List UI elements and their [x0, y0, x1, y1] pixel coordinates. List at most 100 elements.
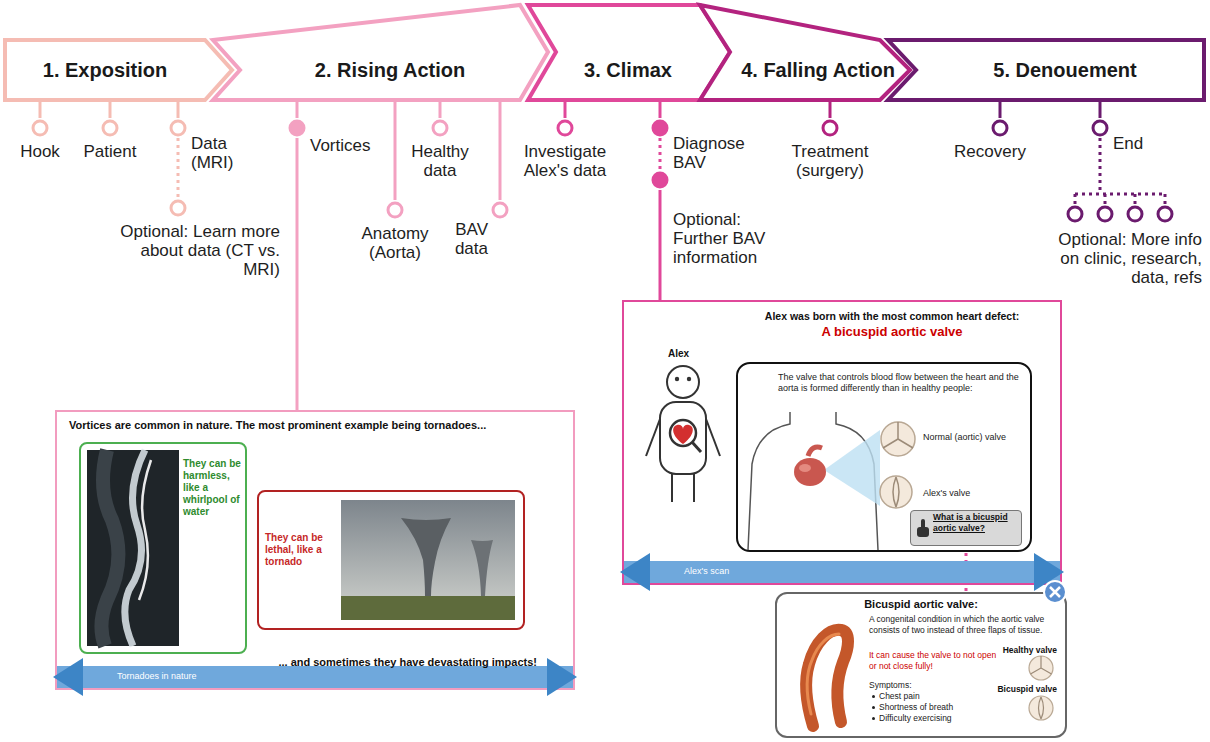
- caption-text: They can be harmless, like a whirlpool o…: [183, 458, 241, 518]
- stage-chevron: 5. Denouement: [886, 38, 1206, 102]
- chevron-shape: [700, 5, 910, 100]
- marker-dot: [1128, 207, 1142, 221]
- marker-dot: [653, 121, 667, 135]
- aorta-image: [785, 614, 861, 732]
- slide-name: Alex's scan: [684, 566, 729, 576]
- heart-highlight: [799, 464, 811, 472]
- marker-dot: [493, 203, 507, 217]
- connector-line: [394, 102, 397, 200]
- popup-title: Bicuspid aortic valve:: [777, 598, 1065, 610]
- connector-line: [659, 190, 662, 300]
- water-streak: [125, 450, 145, 646]
- timeline-marker: Data (MRI): [168, 118, 188, 138]
- valve-leaflets: [1031, 656, 1052, 674]
- marker-dot: [433, 121, 447, 135]
- marker-circle: [168, 118, 188, 138]
- connector-line: [999, 102, 1002, 118]
- popup-box: Bicuspid aortic valve:A congenital condi…: [775, 592, 1067, 738]
- rock: [101, 450, 118, 646]
- connector-line: [296, 102, 299, 118]
- marker-label: Treatment (surgery): [780, 142, 880, 180]
- list-item: Shortness of breath: [879, 702, 953, 712]
- nav-arrow: [547, 658, 577, 696]
- chevron-outline: [698, 3, 912, 102]
- water-streak: [139, 460, 151, 600]
- marker-dot: [33, 121, 47, 135]
- funnel: [401, 518, 451, 596]
- arm: [646, 419, 660, 456]
- valve-normal: [1029, 656, 1053, 680]
- nav-arrow: [53, 658, 83, 696]
- warning-text: It can cause the valve to not open or no…: [869, 650, 999, 671]
- stage-chevron: 3. Climax: [526, 3, 732, 102]
- tornado-photo: [341, 500, 515, 620]
- marker-dot: [993, 121, 1007, 135]
- connector-line: [499, 102, 502, 200]
- timeline-marker: End: [1090, 118, 1110, 138]
- person-name: Alex: [668, 348, 689, 359]
- marker-circle: [30, 118, 50, 138]
- stage-title: 2. Rising Action: [315, 59, 465, 82]
- photo-ground: [87, 450, 179, 646]
- valve-label: Healthy valve: [1003, 645, 1057, 655]
- connector-line: [177, 138, 180, 198]
- slide-footnote: ... and sometimes they have devastating …: [278, 656, 537, 668]
- marker-label: BAV data: [428, 220, 488, 258]
- marker-circle: [168, 198, 188, 218]
- ground: [341, 596, 515, 620]
- timeline-marker: BAV data: [490, 200, 510, 220]
- valve-bicuspid: [880, 476, 912, 508]
- body-text: The valve that controls blood flow betwe…: [778, 372, 1023, 394]
- marker-circle: [490, 200, 510, 220]
- list-item: Chest pain: [879, 691, 920, 701]
- timeline-marker: Investigate Alex's data: [555, 118, 575, 138]
- connector-line: [439, 102, 442, 118]
- marker-circle: [1090, 118, 1110, 138]
- close-button: [1043, 580, 1067, 604]
- stage-title: 5. Denouement: [993, 59, 1136, 82]
- photo-frame: They can be harmless, like a whirlpool o…: [79, 442, 247, 654]
- connector-line: [659, 138, 662, 170]
- slide-name: Tornadoes in nature: [117, 671, 197, 681]
- marker-label: Optional: More info on clinic, research,…: [1037, 230, 1202, 287]
- funnel: [471, 540, 493, 596]
- connector-line: [177, 102, 180, 118]
- timeline-marker: Vortices: [287, 118, 307, 138]
- marker-dot: [1068, 207, 1082, 221]
- marker-circle: [650, 118, 670, 138]
- eye: [687, 377, 691, 381]
- body: [660, 402, 706, 474]
- marker-dot: [1098, 207, 1112, 221]
- bar: [624, 561, 1060, 583]
- hand-icon: [915, 519, 931, 539]
- marker-dot: [171, 121, 185, 135]
- slide-panel: Alex was born with the most common heart…: [622, 300, 1062, 585]
- info-button: What is a bicuspid aortic valve?: [910, 510, 1022, 546]
- marker-circle: [385, 200, 405, 220]
- list-heading: Symptoms:: [869, 680, 912, 690]
- marker-dot: [290, 121, 304, 135]
- timeline-marker: Optional: Learn more about data (CT vs. …: [168, 198, 188, 218]
- slide-title: Vortices are common in nature. The most …: [69, 419, 486, 431]
- person-figure: [638, 364, 728, 504]
- marker-dot: [1158, 207, 1172, 221]
- list-item: Difficulty exercising: [879, 713, 952, 723]
- marker-dot: [653, 173, 667, 187]
- chevron-shape: [888, 40, 1204, 100]
- marker-dot: [823, 121, 837, 135]
- stage-title: 4. Falling Action: [741, 59, 895, 82]
- whirlpool-photo: [87, 450, 179, 646]
- chevron-outline: [526, 3, 732, 102]
- head: [667, 366, 699, 398]
- slide-subtitle: A bicuspid aortic valve: [724, 324, 1060, 339]
- close-circle: [1044, 581, 1066, 603]
- valve-label: Normal (aortic) valve: [923, 432, 1006, 442]
- marker-label: Investigate Alex's data: [515, 142, 615, 180]
- button-text: What is a bicuspid aortic valve?: [933, 512, 1019, 534]
- marker-circle: [820, 118, 840, 138]
- timeline-marker: Anatomy (Aorta): [385, 200, 405, 220]
- marker-dot: [558, 121, 572, 135]
- zoom-beam: [824, 430, 880, 506]
- heart-icon: [673, 425, 693, 444]
